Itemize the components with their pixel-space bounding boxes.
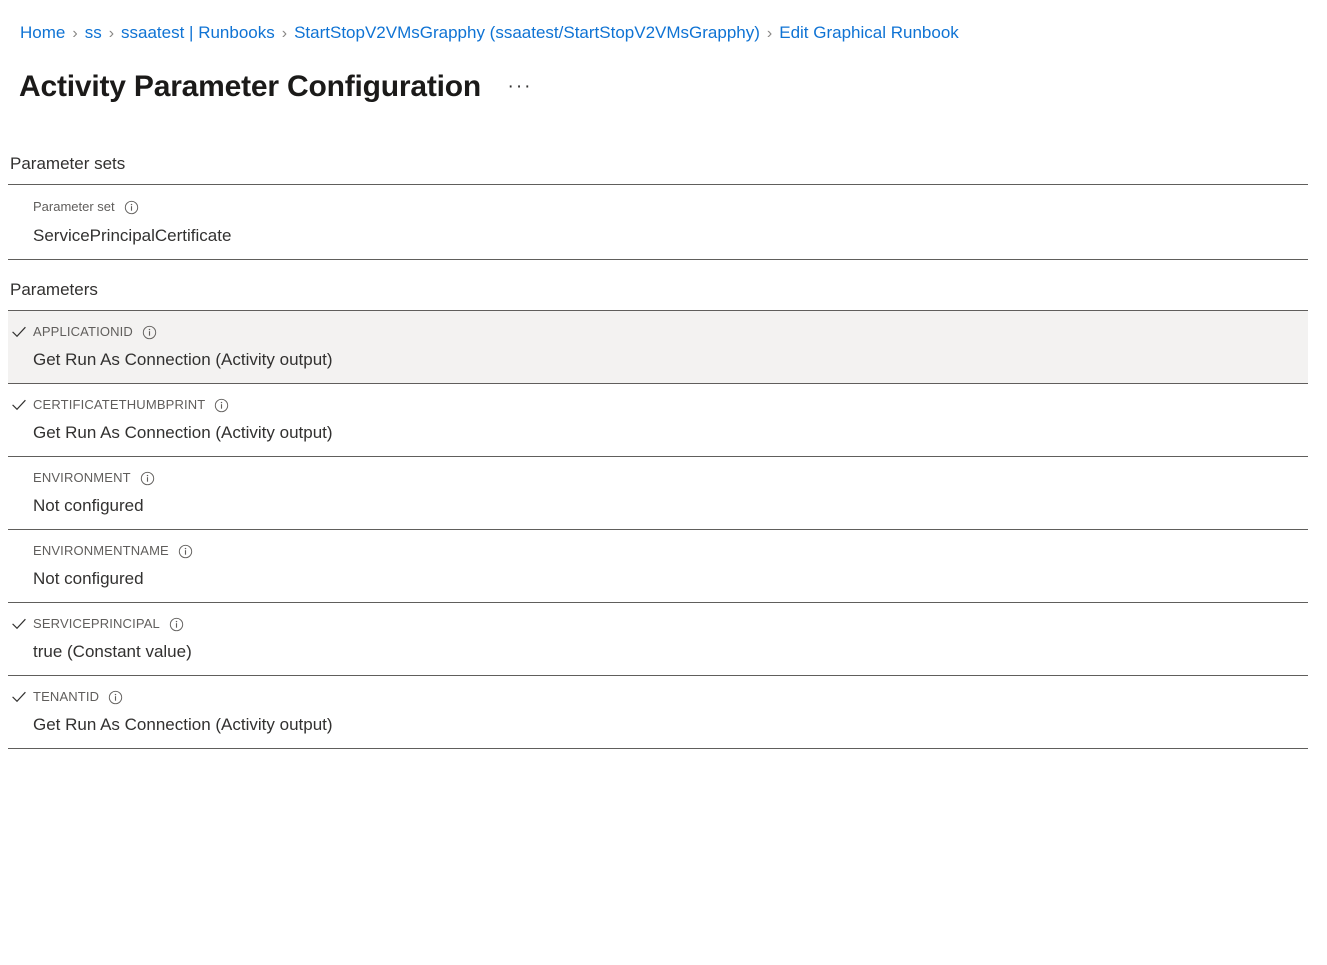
info-icon[interactable] bbox=[124, 200, 139, 215]
info-icon[interactable] bbox=[108, 690, 123, 705]
breadcrumb-item[interactable]: StartStopV2VMsGrapphy (ssaatest/StartSto… bbox=[294, 23, 760, 42]
parameter-value: Get Run As Connection (Activity output) bbox=[33, 715, 333, 734]
breadcrumb-separator: › bbox=[108, 25, 115, 42]
parameter-row[interactable]: CERTIFICATETHUMBPRINT Get Run As Connecti… bbox=[8, 384, 1308, 456]
info-icon[interactable] bbox=[169, 617, 184, 632]
parameter-name: SERVICEPRINCIPAL bbox=[33, 616, 160, 631]
parameter-set-label-row: Parameter set bbox=[33, 198, 1308, 216]
parameter-set-field[interactable]: Parameter set ServicePrincipalCertificat… bbox=[8, 185, 1308, 259]
page-header: Activity Parameter Configuration ··· bbox=[19, 68, 537, 106]
parameters-list: APPLICATIONID Get Run As Connection (Acti… bbox=[0, 311, 1327, 749]
parameter-row[interactable]: APPLICATIONID Get Run As Connection (Acti… bbox=[8, 311, 1308, 383]
parameter-label-row: APPLICATIONID bbox=[12, 323, 1308, 341]
parameters-heading: Parameters bbox=[10, 280, 98, 299]
parameter-row[interactable]: ENVIRONMENT Not configured bbox=[8, 457, 1308, 529]
divider bbox=[8, 259, 1308, 260]
info-icon[interactable] bbox=[140, 471, 155, 486]
breadcrumb-separator: › bbox=[72, 25, 78, 42]
info-icon[interactable] bbox=[178, 544, 193, 559]
breadcrumb-item[interactable]: Edit Graphical Runbook bbox=[779, 23, 959, 42]
info-icon[interactable] bbox=[142, 325, 157, 340]
divider bbox=[8, 310, 1308, 311]
parameters-section: Parameters APPLICATIONID Get Run As Conne… bbox=[0, 278, 1327, 749]
parameter-row[interactable]: SERVICEPRINCIPAL true (Constant value) bbox=[8, 603, 1308, 675]
breadcrumb-separator: › bbox=[281, 25, 288, 42]
divider bbox=[8, 184, 1308, 185]
parameter-row[interactable]: ENVIRONMENTNAME Not configured bbox=[8, 530, 1308, 602]
parameter-name: CERTIFICATETHUMBPRINT bbox=[33, 397, 206, 412]
parameter-value: Not configured bbox=[33, 569, 144, 588]
parameter-sets-section: Parameter sets Parameter set ServicePrin… bbox=[0, 152, 1327, 260]
parameter-label-row: ENVIRONMENTNAME bbox=[33, 542, 1308, 560]
breadcrumb: Home › ss › ssaatest | Runbooks › StartStopV2V… bbox=[20, 22, 959, 45]
parameter-name: TENANTID bbox=[33, 689, 100, 704]
parameter-sets-heading: Parameter sets bbox=[10, 154, 126, 173]
breadcrumb-item[interactable]: ssaatest | Runbooks bbox=[121, 23, 275, 42]
parameter-row[interactable]: TENANTID Get Run As Connection (Activity … bbox=[8, 676, 1308, 748]
parameter-name: APPLICATIONID bbox=[33, 324, 133, 339]
divider bbox=[8, 529, 1308, 530]
main-content: Parameter sets Parameter set ServicePrin… bbox=[0, 152, 1327, 749]
parameter-name: ENVIRONMENT bbox=[33, 470, 131, 485]
breadcrumb-item[interactable]: ss bbox=[84, 23, 102, 42]
parameter-set-label: Parameter set bbox=[33, 199, 115, 214]
checkmark-icon bbox=[10, 615, 28, 633]
parameter-label-row: SERVICEPRINCIPAL bbox=[12, 615, 1308, 633]
parameter-set-value: ServicePrincipalCertificate bbox=[33, 226, 232, 245]
more-options-icon[interactable]: ··· bbox=[503, 72, 537, 102]
divider bbox=[8, 675, 1308, 676]
divider bbox=[8, 456, 1308, 457]
parameter-value: Get Run As Connection (Activity output) bbox=[33, 423, 333, 442]
divider bbox=[8, 383, 1308, 384]
parameter-label-row: CERTIFICATETHUMBPRINT bbox=[12, 396, 1308, 414]
parameter-value: Get Run As Connection (Activity output) bbox=[33, 350, 333, 369]
info-icon[interactable] bbox=[214, 398, 229, 413]
parameter-value: true (Constant value) bbox=[33, 642, 192, 661]
parameter-label-row: ENVIRONMENT bbox=[33, 469, 1308, 487]
divider bbox=[8, 748, 1308, 749]
checkmark-icon bbox=[10, 688, 28, 706]
parameter-name: ENVIRONMENTNAME bbox=[33, 543, 169, 558]
divider bbox=[8, 602, 1308, 603]
checkmark-icon bbox=[10, 323, 28, 341]
breadcrumb-item[interactable]: Home bbox=[20, 23, 66, 42]
page-title: Activity Parameter Configuration bbox=[19, 70, 482, 103]
parameter-value: Not configured bbox=[33, 496, 144, 515]
breadcrumb-separator: › bbox=[766, 25, 773, 42]
parameter-label-row: TENANTID bbox=[12, 688, 1308, 706]
checkmark-icon bbox=[10, 396, 28, 414]
